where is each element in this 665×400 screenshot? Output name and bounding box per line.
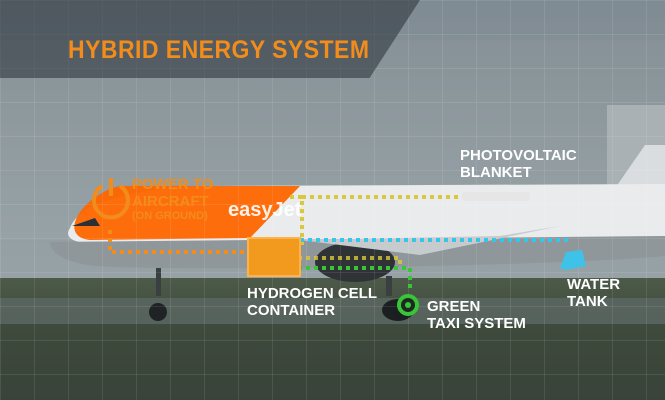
- hydrogen-label-line2: CONTAINER: [247, 302, 336, 319]
- nose-gear: [156, 268, 161, 296]
- taxi-label: GREEN TAXI SYSTEM: [427, 298, 526, 332]
- taxi-line-1: [298, 266, 412, 292]
- page-title: HYBRID ENERGY SYSTEM: [68, 36, 370, 64]
- power-label-sub: (ON GROUND): [132, 210, 208, 222]
- water-label-line2: TANK: [567, 293, 608, 310]
- pv-label-line1: PHOTOVOLTAIC: [460, 147, 577, 164]
- photovoltaic-blanket-icon: [462, 192, 530, 201]
- cockpit-window: [72, 218, 100, 226]
- taxi-label-line2: TAXI SYSTEM: [427, 315, 526, 332]
- livery-text: easyJet: [228, 199, 302, 221]
- hydrogen-label: HYDROGEN CELL CONTAINER: [247, 285, 377, 319]
- hydrogen-container-icon: [247, 237, 301, 277]
- water-label-line1: WATER: [567, 276, 621, 293]
- aircraft-livery: [74, 186, 301, 240]
- water-label: WATER TANK: [567, 276, 620, 310]
- power-label-line1: POWER TO: [132, 176, 214, 193]
- power-line: [108, 230, 246, 254]
- aircraft-engine: [315, 242, 395, 282]
- taxi-line-2: [298, 256, 402, 266]
- runway: [0, 298, 665, 324]
- pv-label: PHOTOVOLTAIC BLANKET: [460, 147, 577, 181]
- power-label: POWER TO AIRCRAFT (ON GROUND): [132, 176, 213, 223]
- hydrogen-label-line1: HYDROGEN CELL: [247, 285, 378, 302]
- taxi-label-line1: GREEN: [427, 298, 481, 315]
- title-band: [0, 0, 420, 78]
- power-label-line2: AIRCRAFT: [132, 193, 209, 210]
- nose-wheel: [149, 303, 167, 321]
- pv-label-line2: BLANKET: [460, 164, 532, 181]
- main-gear: [386, 276, 392, 296]
